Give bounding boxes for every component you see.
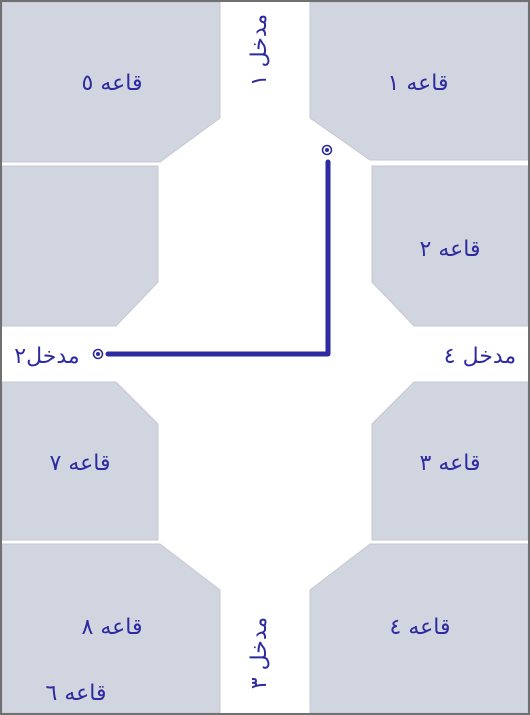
hall-1-label: قاعه ١: [388, 71, 449, 96]
hall-5-label: قاعه ٥: [82, 71, 143, 96]
hall-unlabeled-room[interactable]: [1, 165, 159, 327]
entrance-2-label: مدخل٢: [14, 344, 79, 369]
hall-7-label: قاعه ٧: [50, 451, 111, 476]
entrance-4-label: مدخل ٤: [444, 344, 516, 369]
hall-4-label: قاعه ٤: [390, 615, 451, 640]
hall-8-label: قاعه ٨: [82, 615, 143, 640]
hall-3-room[interactable]: [371, 381, 529, 541]
route-start-marker: [321, 144, 333, 156]
hall-3-label: قاعه ٣: [420, 451, 481, 476]
hall-6-label: قاعه ٦: [46, 681, 107, 706]
route-path: [105, 159, 331, 357]
hall-2-label: قاعه ٢: [420, 237, 481, 262]
route-end-marker: [92, 348, 104, 360]
entrance-1-label: مدخل ١: [247, 14, 272, 86]
entrance-3-label: مدخل ٣: [247, 617, 272, 689]
hall-2-room[interactable]: [371, 165, 529, 327]
